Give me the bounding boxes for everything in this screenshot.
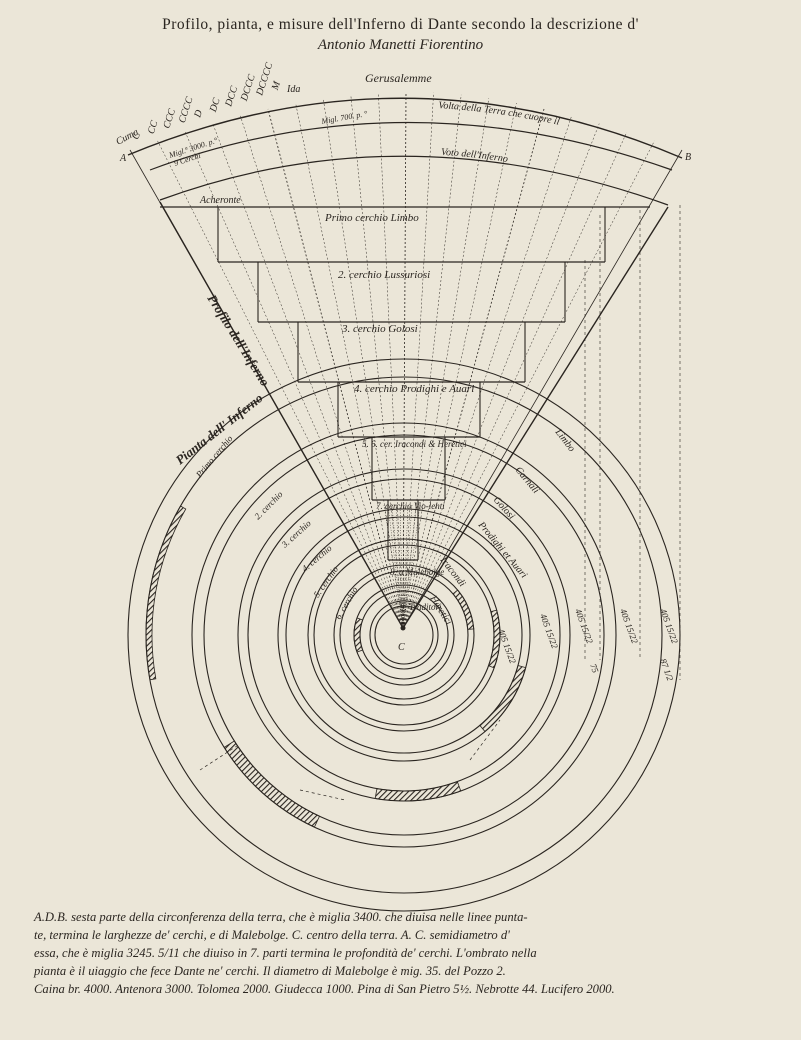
page-subtitle: Antonio Manetti Fiorentino <box>317 37 484 53</box>
funnel-hatch <box>387 504 404 629</box>
funnel-hatch <box>402 504 417 629</box>
roman-numeral: C <box>130 131 143 141</box>
plan-ring <box>285 516 523 754</box>
guide-line <box>402 149 683 629</box>
journey-shading <box>488 609 501 669</box>
inferno-profile-cone <box>159 201 669 629</box>
guide-line <box>402 108 545 629</box>
journey-connector <box>469 719 501 761</box>
plan-left-label: 5. cerchio <box>311 564 340 599</box>
caption-line: A.D.B. sesta parte della circonferenza d… <box>34 910 528 924</box>
profile-circle-label: 5. 6. cer. Iracondi & Heretici <box>362 439 467 449</box>
inferno-plan-circles <box>127 358 681 912</box>
roman-numeral: DCC <box>223 85 240 109</box>
measure-label: 405 15/22 <box>618 607 640 645</box>
earth-center-point <box>400 625 406 631</box>
cone-right-edge <box>402 206 669 629</box>
journey-shading <box>145 505 187 681</box>
inferno-cone-top-arc <box>159 155 669 206</box>
caption-line: te, termina le larghezze de' cerchi, e d… <box>34 928 510 942</box>
roman-numeral: DCCC <box>239 73 258 104</box>
point-b-label: B <box>685 152 691 163</box>
acheronte-label: Acheronte <box>199 195 241 206</box>
measure-label: 405 15/22 <box>538 612 560 650</box>
funnel-hatch <box>402 504 405 629</box>
roman-numeral: CCCC <box>177 95 196 124</box>
caption-text: A.D.B. sesta parte della circonferenza d… <box>34 908 786 998</box>
measure-label: 405 15/22 <box>573 607 595 645</box>
roman-numeral: CC <box>146 119 161 135</box>
plan-right-label: Prodighi et Auari <box>475 519 529 581</box>
funnel-hatch <box>383 504 404 629</box>
journey-connector <box>199 743 241 771</box>
funnel-hatch <box>399 504 404 629</box>
roman-numeral: DC <box>208 97 223 115</box>
plan-ring <box>203 434 605 836</box>
profile-circle-label: 2. cerchio Lussuriosi <box>338 269 430 281</box>
profile-circle-label: 8. a Malebolge <box>390 567 444 577</box>
cone-left-edge <box>159 201 404 629</box>
funnel-hatch <box>402 504 413 629</box>
inferno-void-arc <box>149 121 673 171</box>
profile-circle-label: 4. cerchio Prodighi e Auari <box>354 383 474 395</box>
plan-ring <box>339 570 469 700</box>
journey-shading <box>452 589 475 630</box>
guide-line <box>402 140 655 629</box>
journey-shading <box>374 781 462 802</box>
jerusalem-label: Gerusalemme <box>365 71 432 85</box>
point-a-label: A <box>119 153 127 164</box>
funnel-hatch <box>395 504 404 629</box>
plan-ring <box>277 508 531 762</box>
profile-circle-labels: Primo cerchio Limbo 2. cerchio Lussuriosi… <box>324 212 474 612</box>
funnel-hatch <box>402 504 421 629</box>
ida-label: Ida <box>286 84 300 95</box>
earth-vault-arc <box>127 97 683 159</box>
funnel-hatch <box>402 504 409 629</box>
profile-circle-label: 7. cerchio Vio-lenti <box>376 501 445 511</box>
plan-left-label: 2. cerchio <box>252 489 285 522</box>
profile-circle-label: 9. Traditori <box>400 602 442 612</box>
plan-ring <box>191 422 617 848</box>
journey-shading <box>353 617 364 653</box>
roman-numeral: DCCCC <box>254 61 275 98</box>
journey-connector <box>299 789 346 801</box>
roman-numeral: CCC <box>161 107 178 130</box>
caption-line: pianta è il uiaggio che fece Dante ne' c… <box>34 964 506 978</box>
profile-circle-label: Primo cerchio Limbo <box>324 212 419 224</box>
plan-ring <box>374 605 434 665</box>
plan-ring <box>369 600 439 670</box>
plan-ring <box>333 564 475 706</box>
profile-side-label: Profilo dell'Inferno <box>204 292 273 389</box>
measure-label: 87 1/2 <box>658 657 675 682</box>
journey-shading <box>479 665 527 733</box>
caption-line: essa, che è miglia 3245. 5/11 che diuiso… <box>34 946 537 960</box>
funnel-hatch <box>391 504 404 629</box>
guide-line <box>157 140 404 629</box>
guide-line <box>402 131 628 629</box>
plan-ring <box>127 358 681 912</box>
profile-circle-label: 3. cerchio Golosi <box>341 323 418 335</box>
page-title: Profilo, pianta, e misure dell'Inferno d… <box>162 16 639 33</box>
guide-line <box>402 94 462 629</box>
inferno-void-text: Voto dell'Inferno <box>441 147 509 165</box>
measure-label: 75 <box>588 662 601 674</box>
roman-numeral: M <box>270 79 284 92</box>
caption-line: Caina br. 4000. Antenora 3000. Tolomea 2… <box>34 982 615 996</box>
roman-numeral: D <box>192 108 205 120</box>
plan-left-label: 6. cerchio <box>333 585 360 621</box>
journey-shading <box>223 740 321 828</box>
guide-line <box>350 94 404 629</box>
point-c-label: C <box>398 642 405 653</box>
